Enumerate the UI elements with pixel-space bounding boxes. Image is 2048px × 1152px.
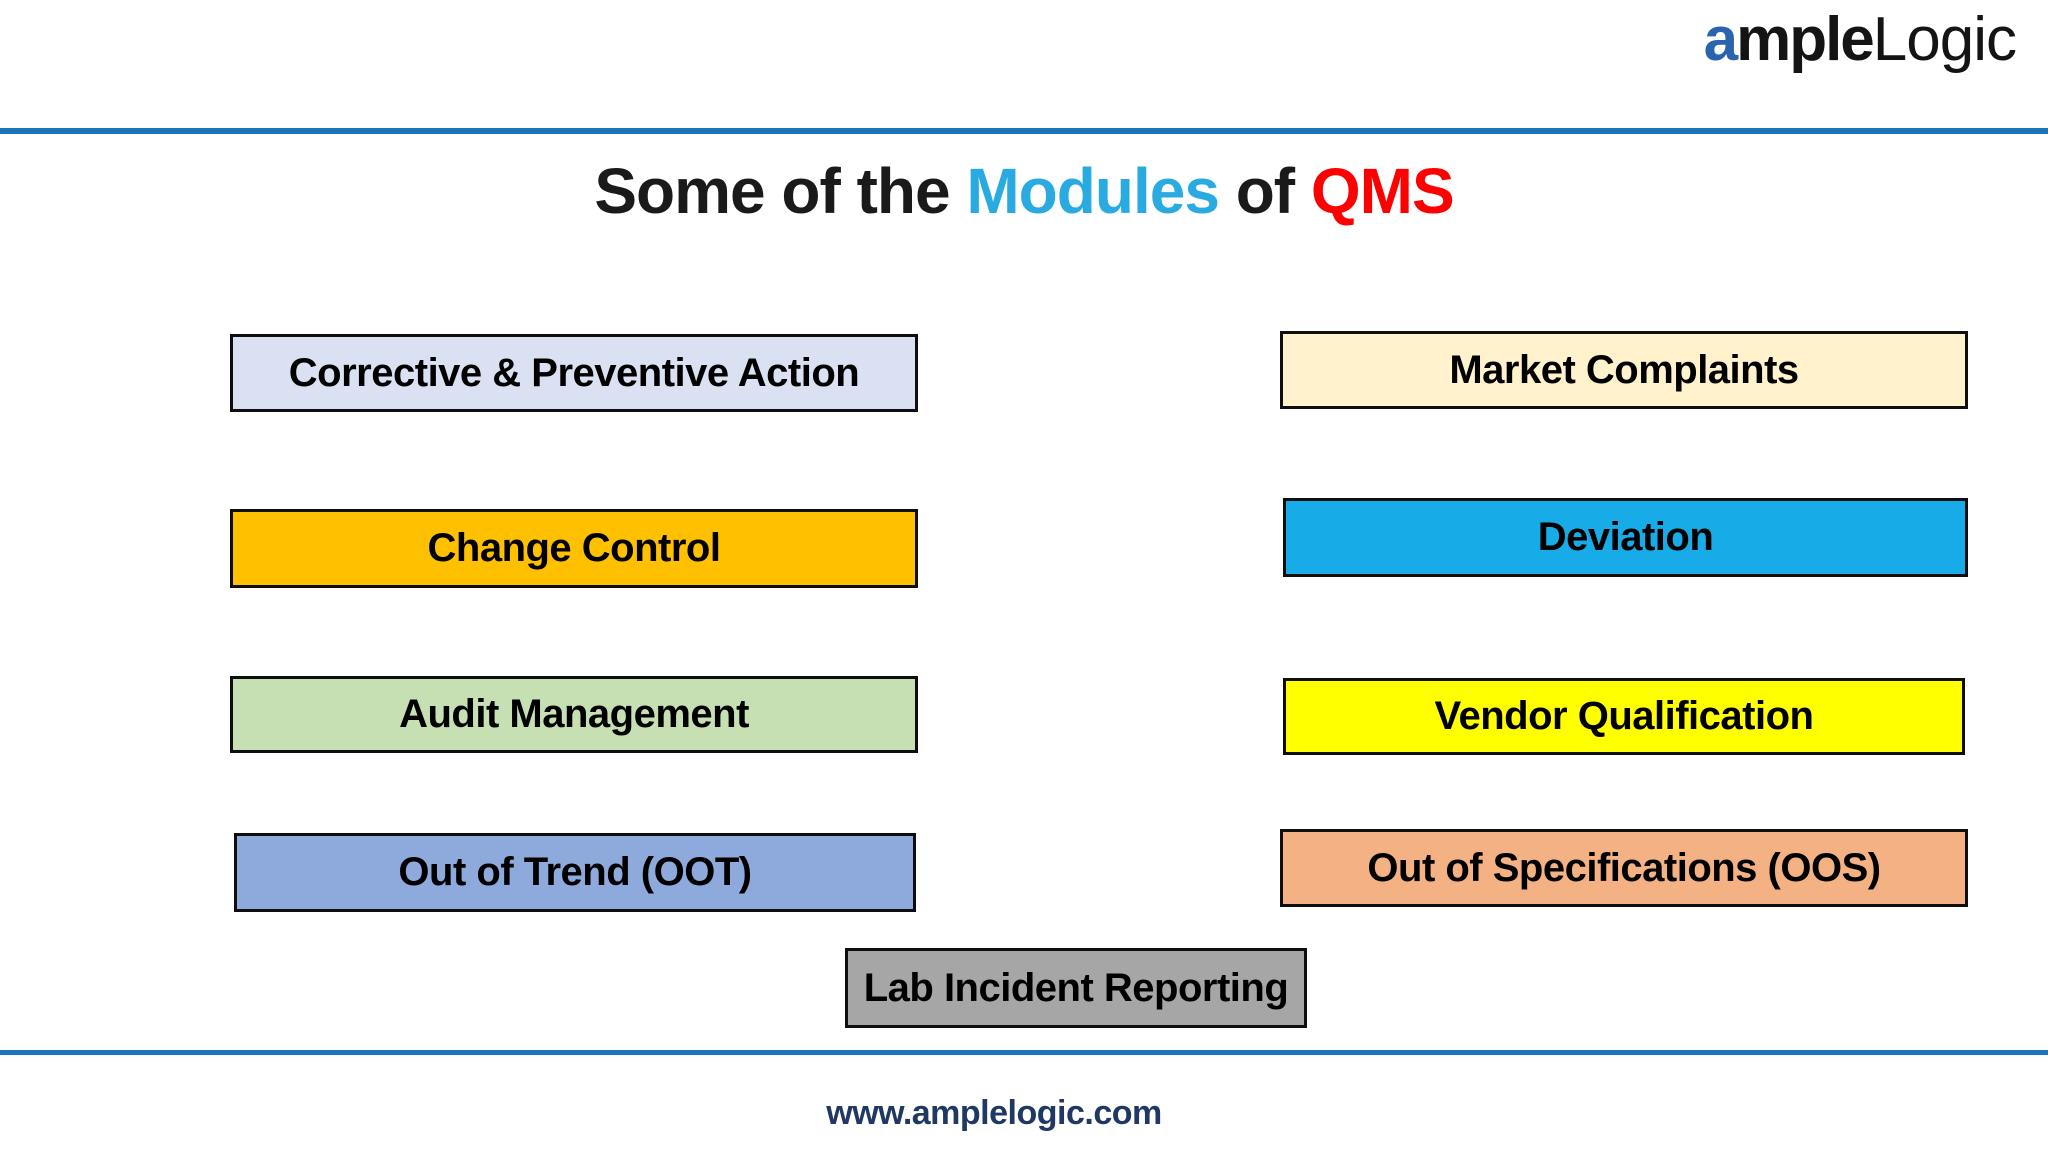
module-label: Change Control (427, 526, 721, 570)
module-box-out-of-specifications: Out of Specifications (OOS) (1280, 829, 1968, 907)
title-part-qms: QMS (1310, 155, 1455, 227)
module-box-market-complaints: Market Complaints (1280, 331, 1968, 409)
module-label: Out of Trend (OOT) (398, 850, 752, 894)
module-box-change-control: Change Control (230, 509, 918, 588)
logo-text-logic: Logic (1872, 5, 2017, 74)
module-label: Corrective & Preventive Action (288, 350, 860, 395)
footer-url: www.amplelogic.com (826, 1094, 1162, 1132)
title-part-of: of (1218, 155, 1311, 227)
page-title: Some of the Modules of QMS (0, 152, 2048, 230)
module-label: Market Complaints (1449, 347, 1799, 392)
top-divider-rule (0, 128, 2048, 134)
module-box-out-of-trend: Out of Trend (OOT) (234, 833, 916, 912)
module-box-audit-management: Audit Management (230, 676, 918, 753)
amplelogic-logo: ampleLogic (1703, 4, 2017, 76)
title-part-modules: Modules (966, 155, 1220, 227)
module-label: Lab Incident Reporting (863, 965, 1289, 1010)
title-part-some-of-the: Some of the (594, 155, 967, 227)
module-box-corrective-preventive-action: Corrective & Preventive Action (230, 334, 918, 412)
module-box-lab-incident-reporting: Lab Incident Reporting (845, 948, 1307, 1028)
logo-a-mark: a (1703, 5, 1739, 74)
logo-text-ample: mple (1736, 5, 1875, 74)
module-box-vendor-qualification: Vendor Qualification (1283, 678, 1965, 755)
module-label: Audit Management (399, 692, 749, 736)
module-label: Out of Specifications (OOS) (1367, 845, 1881, 890)
module-label: Vendor Qualification (1434, 694, 1814, 738)
bottom-divider-rule (0, 1050, 2048, 1055)
module-label: Deviation (1537, 515, 1714, 559)
module-box-deviation: Deviation (1283, 498, 1968, 577)
